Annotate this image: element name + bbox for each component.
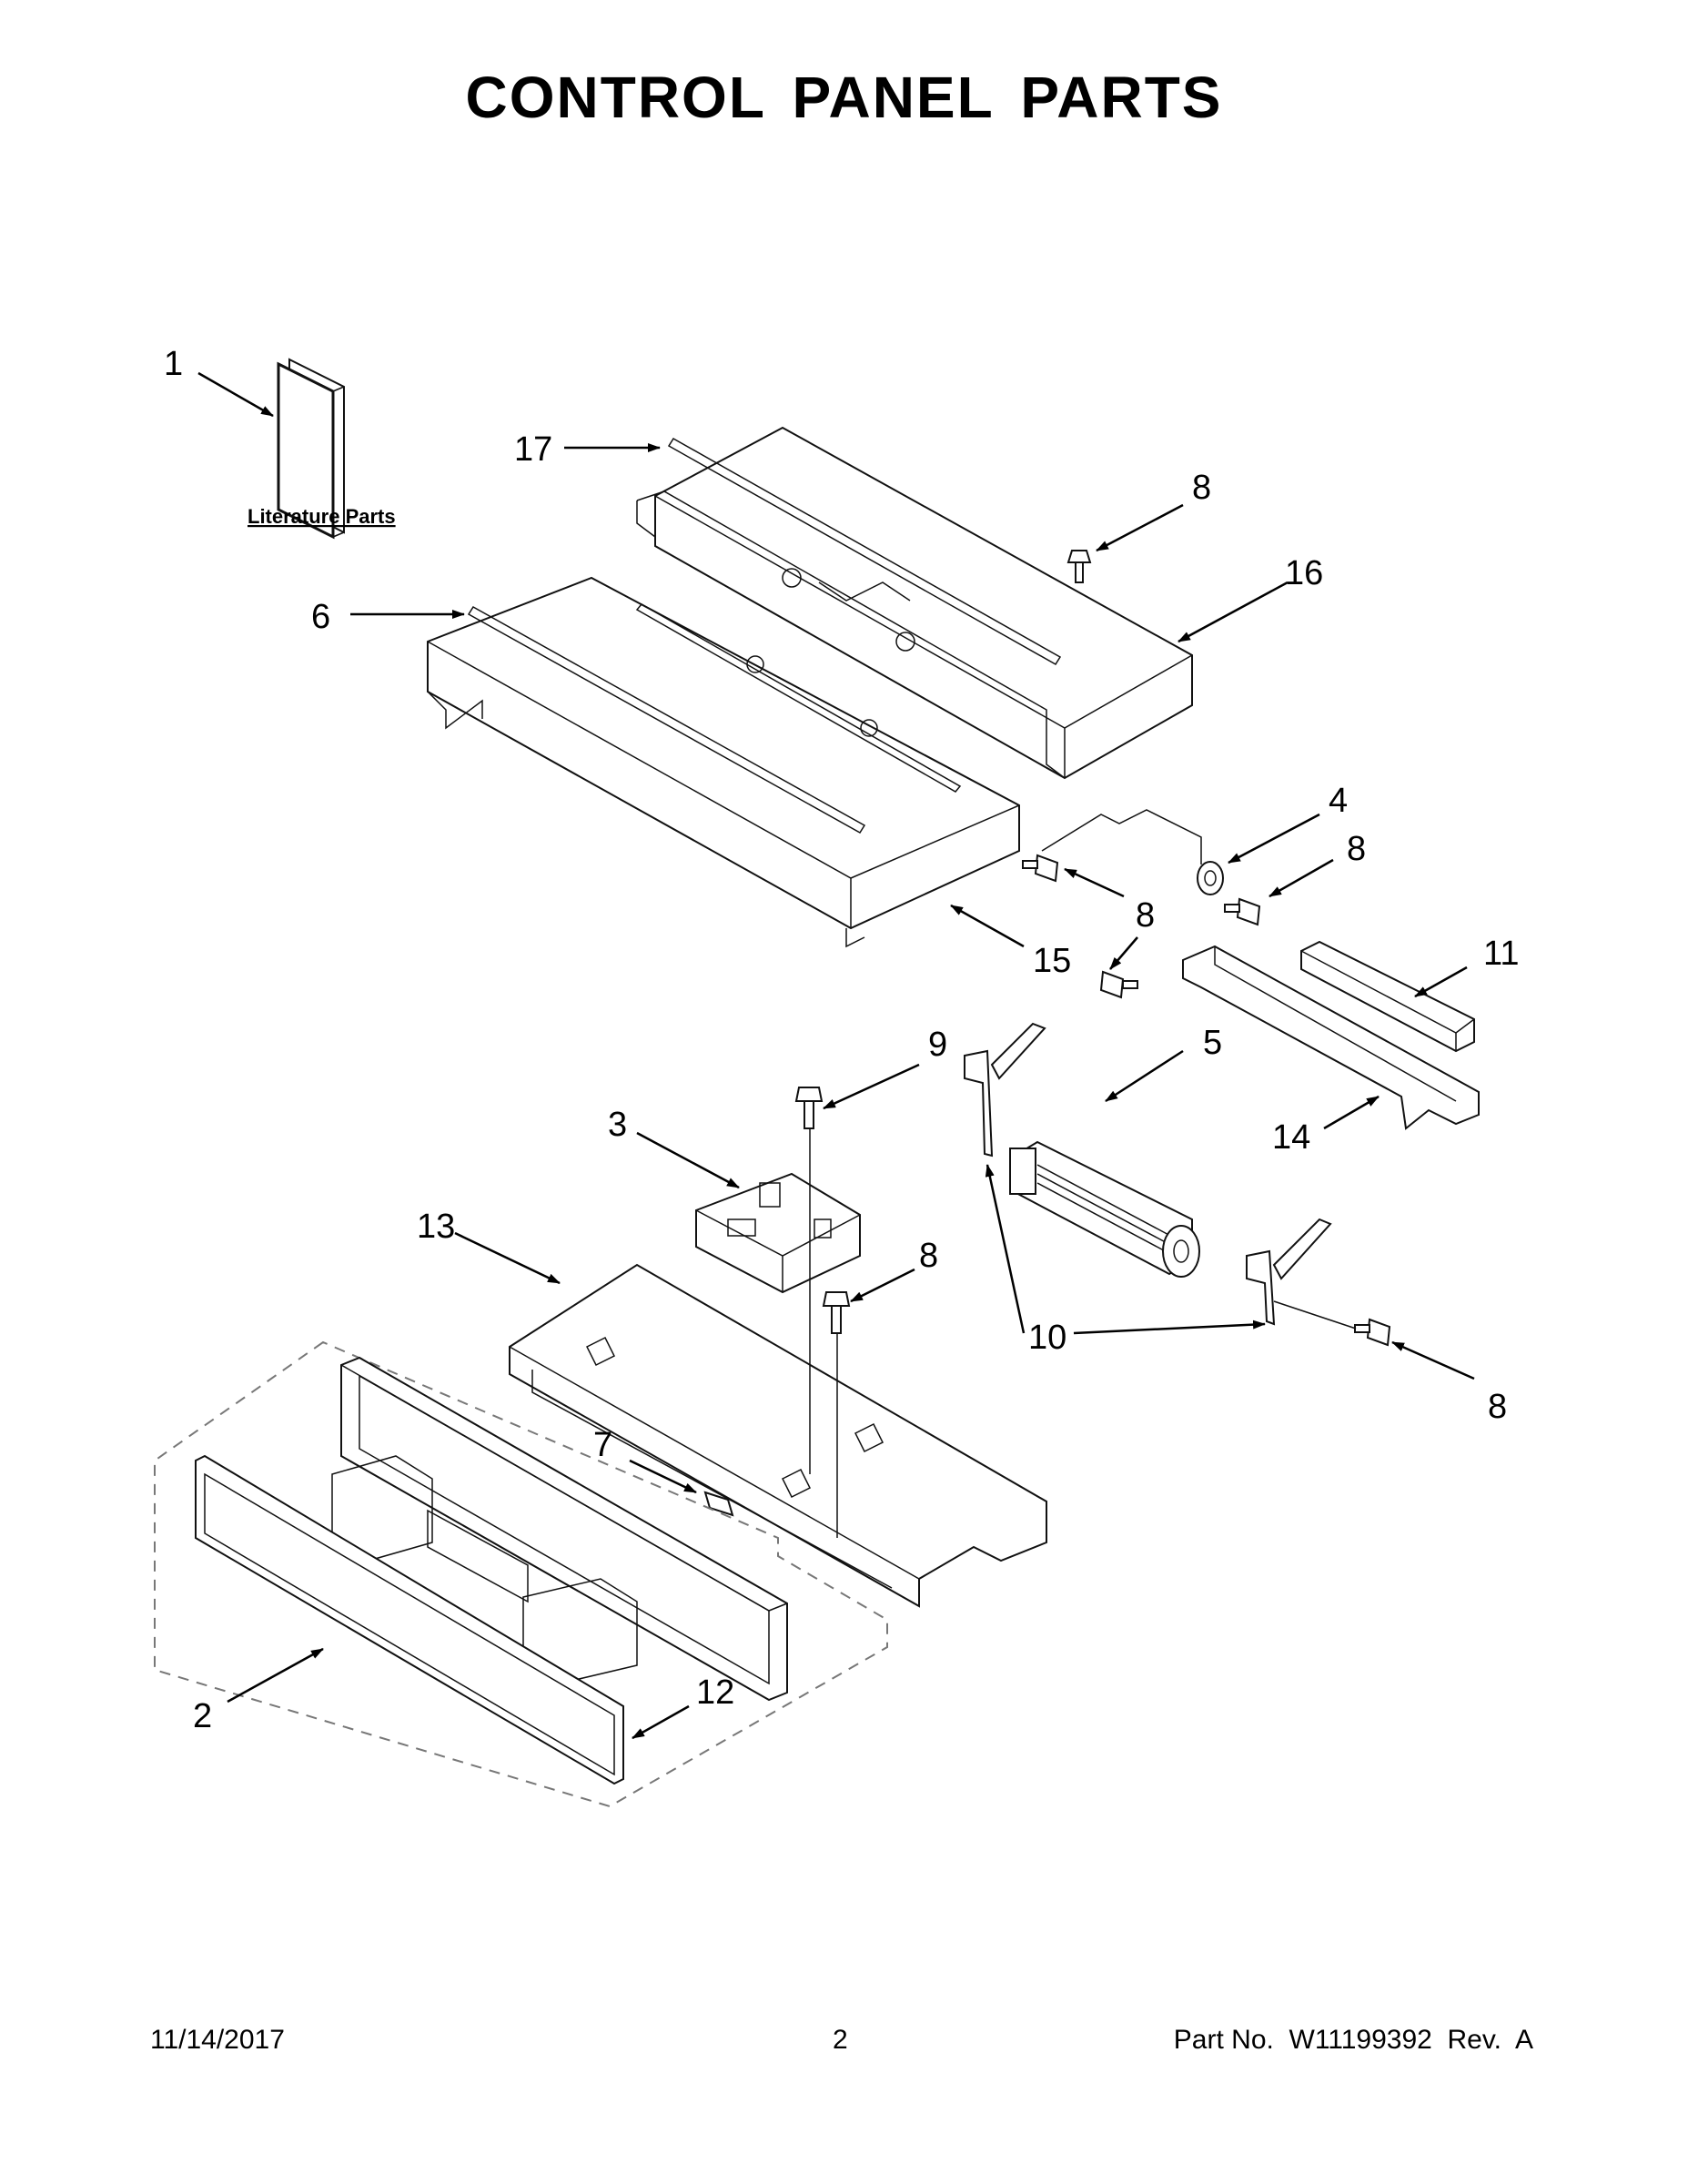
trim-frame-part-12	[340, 1356, 788, 1702]
page-title: CONTROL PANEL PARTS	[465, 65, 1223, 130]
callout-10: 10	[1028, 1319, 1066, 1357]
callout-9: 9	[928, 1026, 947, 1064]
callout-8-lower-right: 8	[1488, 1388, 1507, 1426]
callout-8-mid: 8	[919, 1237, 938, 1275]
literature-parts-booklet	[277, 358, 345, 540]
blower-part-5	[1009, 1140, 1200, 1278]
retainer-part-4	[1197, 861, 1224, 895]
assembly-outline-part-2	[154, 1340, 888, 1808]
screw-part-8-mid	[822, 1291, 851, 1334]
screw-part-8-bracket	[1099, 970, 1138, 999]
footer-page-number: 2	[833, 2025, 848, 2055]
callout-8-top: 8	[1192, 469, 1211, 507]
upper-cover-part-16	[636, 426, 1193, 780]
hinge-part-10-right	[1246, 1218, 1332, 1326]
callout-11: 11	[1483, 935, 1519, 973]
callout-15: 15	[1033, 942, 1071, 980]
callout-16: 16	[1285, 554, 1323, 592]
footer-part-number: Part No. W11199392 Rev. A	[1173, 2025, 1533, 2055]
lower-cover-part-15	[427, 576, 1020, 948]
callout-8-cover: 8	[1136, 896, 1155, 935]
hinge-part-10-left	[964, 1022, 1046, 1158]
callout-2: 2	[193, 1697, 212, 1735]
callout-5: 5	[1203, 1024, 1222, 1062]
callout-labels: 1 17 8 16 6 4 8 8 15 11 9 5 3 14 13 8 10…	[164, 345, 1519, 1735]
callout-7: 7	[593, 1426, 612, 1464]
callout-8-right: 8	[1347, 830, 1366, 868]
control-board-part-3	[695, 1172, 861, 1294]
callout-4: 4	[1329, 782, 1348, 820]
callout-17: 17	[514, 430, 552, 469]
screw-part-8-right	[1224, 897, 1261, 926]
footer-date: 11/14/2017	[150, 2025, 285, 2055]
callout-1: 1	[164, 345, 183, 383]
callout-12: 12	[696, 1673, 734, 1712]
strip-part-11	[1300, 940, 1475, 1053]
leader-arrows	[197, 371, 1475, 1740]
bracket-part-14	[1182, 945, 1480, 1130]
front-panel-part-2	[195, 1454, 624, 1785]
literature-parts-label: Literature Parts	[248, 505, 396, 528]
panel-plate-part-13	[509, 1263, 1047, 1608]
screw-part-8-top	[1066, 550, 1092, 583]
screw-part-9	[794, 1087, 824, 1129]
callout-14: 14	[1272, 1118, 1310, 1157]
callout-3: 3	[608, 1106, 627, 1144]
callout-13: 13	[417, 1208, 455, 1246]
callout-6: 6	[311, 598, 330, 636]
screw-part-8-cover	[1022, 854, 1059, 883]
connector-lines	[809, 809, 1357, 1538]
clip-part-7	[703, 1491, 734, 1517]
screw-part-8-lower-right	[1354, 1318, 1391, 1347]
